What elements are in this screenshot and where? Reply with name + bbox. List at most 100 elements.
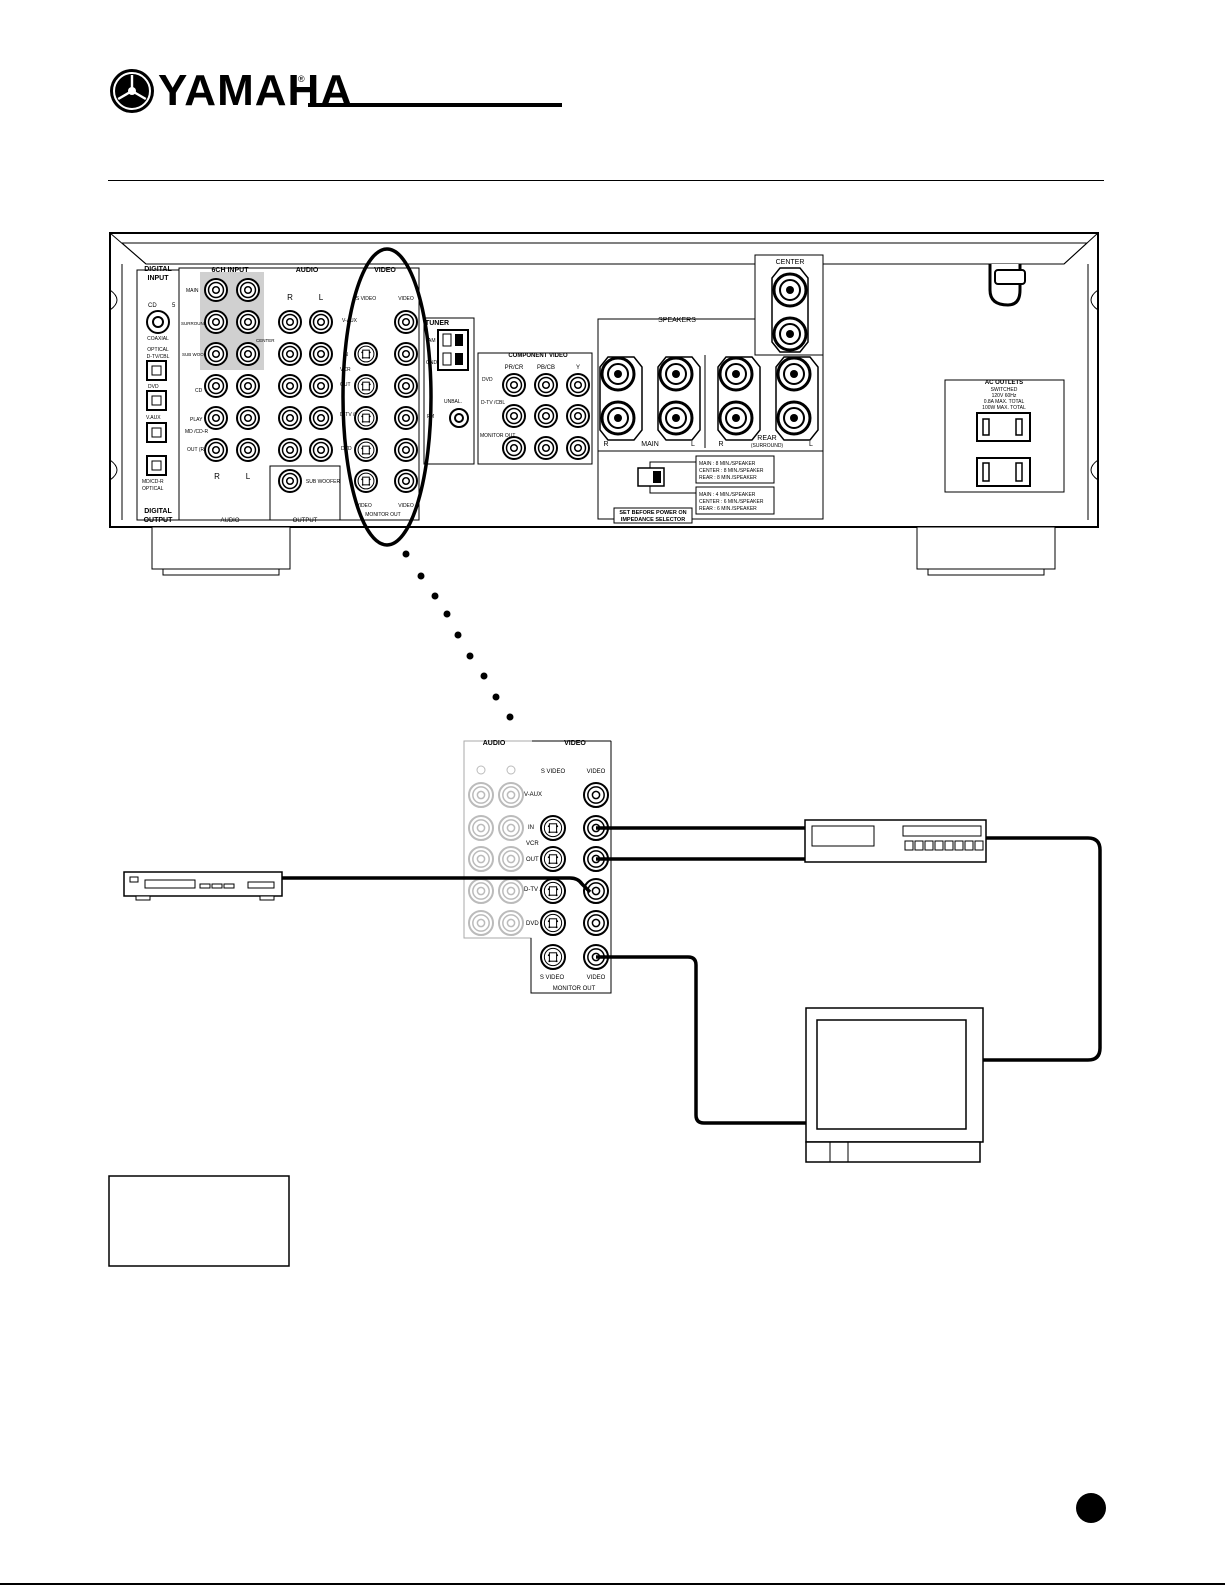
speakers-center-label: CENTER [776, 259, 805, 266]
dtv-optical-label: D-TV/CBL [147, 354, 170, 360]
tuner-unbal-label: UNBAL. [444, 399, 462, 405]
optical-jack-dvd[interactable] [146, 390, 167, 411]
component-monitor-out-label: MONITOR OUT [480, 433, 515, 439]
ac-outlet-1[interactable] [976, 412, 1031, 442]
detail-dvd-label: DVD [526, 921, 539, 927]
detail-audio-heading: AUDIO [483, 740, 506, 747]
audio-out-rec-label: OUT (REC) [187, 447, 213, 453]
audio-section: 6CH INPUT MAIN SURROUND SUB WOOFER CENTE… [178, 267, 420, 524]
speakers-surround-label: (SURROUND) [751, 443, 784, 449]
monitor-svideo-label: VIDEO [356, 503, 372, 509]
video-section: VIDEO S VIDEO VIDEO V-AUX IN VCR OUT D-T… [340, 267, 418, 518]
sub-woofer-output-label: SUB WOOFER [306, 479, 341, 485]
vcr-device [804, 819, 987, 863]
leader-dot [431, 592, 439, 600]
video-heading: VIDEO [374, 267, 396, 274]
optical-jack-output[interactable] [146, 455, 167, 476]
tv-monitor-device [805, 1007, 984, 1163]
fm-antenna-jack[interactable] [449, 408, 469, 428]
impedance-lower-line-1: MAIN : 4 MIN./SPEAKER [699, 492, 756, 498]
audio-heading: AUDIO [296, 267, 319, 274]
vcr-button [934, 840, 944, 851]
audio-footer-label: AUDIO [220, 518, 239, 524]
monitor-video-label: VIDEO [398, 503, 414, 509]
md-cdr-optical-label: MD/CD-R [142, 479, 164, 485]
audio-cd-label: CD [195, 388, 203, 394]
video-column-label: VIDEO [398, 296, 414, 302]
sixch-main-label: MAIN [186, 288, 199, 294]
detail-monitor-out-label: MONITOR OUT [553, 986, 596, 992]
detail-panel: AUDIO VIDEO S VIDEO VIDEO V-AUX IN VCR O… [463, 740, 612, 994]
digital-input-section: DIGITAL INPUT CD 5 COAXIAL OPTICAL D-TV/… [136, 266, 180, 524]
speakers-rear-label: REAR [757, 435, 776, 442]
coaxial-label: COAXIAL [147, 336, 169, 342]
impedance-selector-label: IMPEDANCE SELECTOR [621, 517, 685, 523]
ac-outlets-section: AC OUTLETS SWITCHED 120V 60Hz 0.8A MAX. … [944, 264, 1065, 493]
ac-outlets-line-3: 0.8A MAX. TOTAL [984, 399, 1025, 405]
audio-md-cdr-label: MD /CD-R [185, 429, 208, 435]
monitor-out-cable [596, 955, 806, 1125]
detail-vaux-label: V-AUX [524, 792, 542, 798]
page-tab-marker [1076, 1493, 1106, 1523]
leader-dot [402, 550, 410, 558]
ac-outlets-line-2: 120V 60Hz [992, 393, 1017, 399]
component-dtv-label: D-TV /CBL [481, 400, 505, 406]
vaux-optical-label: V.AUX [146, 415, 161, 421]
detail-out-label: OUT [526, 857, 539, 863]
component-pr-label: PR/CR [505, 365, 524, 371]
optical-jack-vaux[interactable] [146, 422, 167, 443]
optical-label: OPTICAL [147, 347, 169, 353]
registered-mark: ® [298, 74, 305, 84]
note-box [108, 1175, 290, 1267]
sixch-heading: 6CH INPUT [212, 267, 250, 274]
leader-dot [466, 652, 474, 660]
output-label: OUTPUT [293, 518, 318, 524]
vcr-button [954, 840, 964, 851]
component-video-section: COMPONENT VIDEO PR/CR PB/CB Y DVD D-TV /… [477, 352, 593, 465]
vcr-button [974, 840, 984, 851]
vcr-button [904, 840, 914, 851]
digital-output-heading-top: DIGITAL [144, 508, 172, 515]
vcr-to-tv-cable [983, 836, 1102, 1062]
component-dvd-label: DVD [482, 377, 493, 383]
detail-svideo-bottom-label: S VIDEO [540, 975, 565, 981]
speakers-rear-l-label: L [809, 441, 813, 448]
detail-svideo-column-label: S VIDEO [541, 769, 566, 775]
sixch-subwoofer-label: SUB WOOFER [182, 352, 214, 357]
audio-bottom-r-label: R [214, 472, 220, 481]
video-section-highlight-ellipse [341, 247, 433, 547]
vcr-button [924, 840, 934, 851]
leader-dot [443, 610, 451, 618]
audio-r-label: R [287, 293, 293, 302]
sixch-center-label: CENTER [256, 338, 275, 343]
digital-input-heading-top: DIGITAL [144, 266, 172, 273]
impedance-lower-line-2: CENTER : 6 MIN./SPEAKER [699, 499, 764, 505]
digital-cd-number: 5 [172, 303, 176, 309]
vcr-button [914, 840, 924, 851]
ac-outlets-heading: AC OUTLETS [985, 380, 1023, 386]
video-dtv-label: D-TV /CBL [340, 412, 364, 418]
leader-dot [506, 713, 514, 721]
impedance-upper-line-1: MAIN : 8 MIN./SPEAKER [699, 461, 756, 467]
impedance-lower-line-3: REAR : 6 MIN./SPEAKER [699, 506, 757, 512]
impedance-upper-line-3: REAR : 8 MIN./SPEAKER [699, 475, 757, 481]
component-video-heading: COMPONENT VIDEO [508, 353, 568, 359]
detail-video-bottom-label: VIDEO [587, 975, 606, 981]
detail-video-column-label: VIDEO [587, 769, 606, 775]
optical-jack-dtv[interactable] [146, 360, 167, 381]
leader-dot [417, 572, 425, 580]
dvd-player-cable [282, 876, 592, 894]
leader-dot [480, 672, 488, 680]
set-before-power-on-label: SET BEFORE POWER ON [619, 510, 686, 516]
tuner-section: TUNER AM GND UNBAL. FM [423, 317, 475, 465]
dvd-optical-label: DVD [148, 384, 159, 390]
speakers-section: CENTER SPEAKERS MAIN REAR (SURROUND) R L… [597, 254, 824, 524]
digital-output-heading-bottom: OUTPUT [144, 517, 174, 524]
impedance-upper-line-2: CENTER : 8 MIN./SPEAKER [699, 468, 764, 474]
ac-outlets-line-1: SWITCHED [991, 387, 1018, 393]
dotted-leader-line [402, 550, 514, 721]
video-vcr-label: VCR [340, 367, 351, 373]
audio-tape-play-label: PLAY [190, 417, 203, 423]
